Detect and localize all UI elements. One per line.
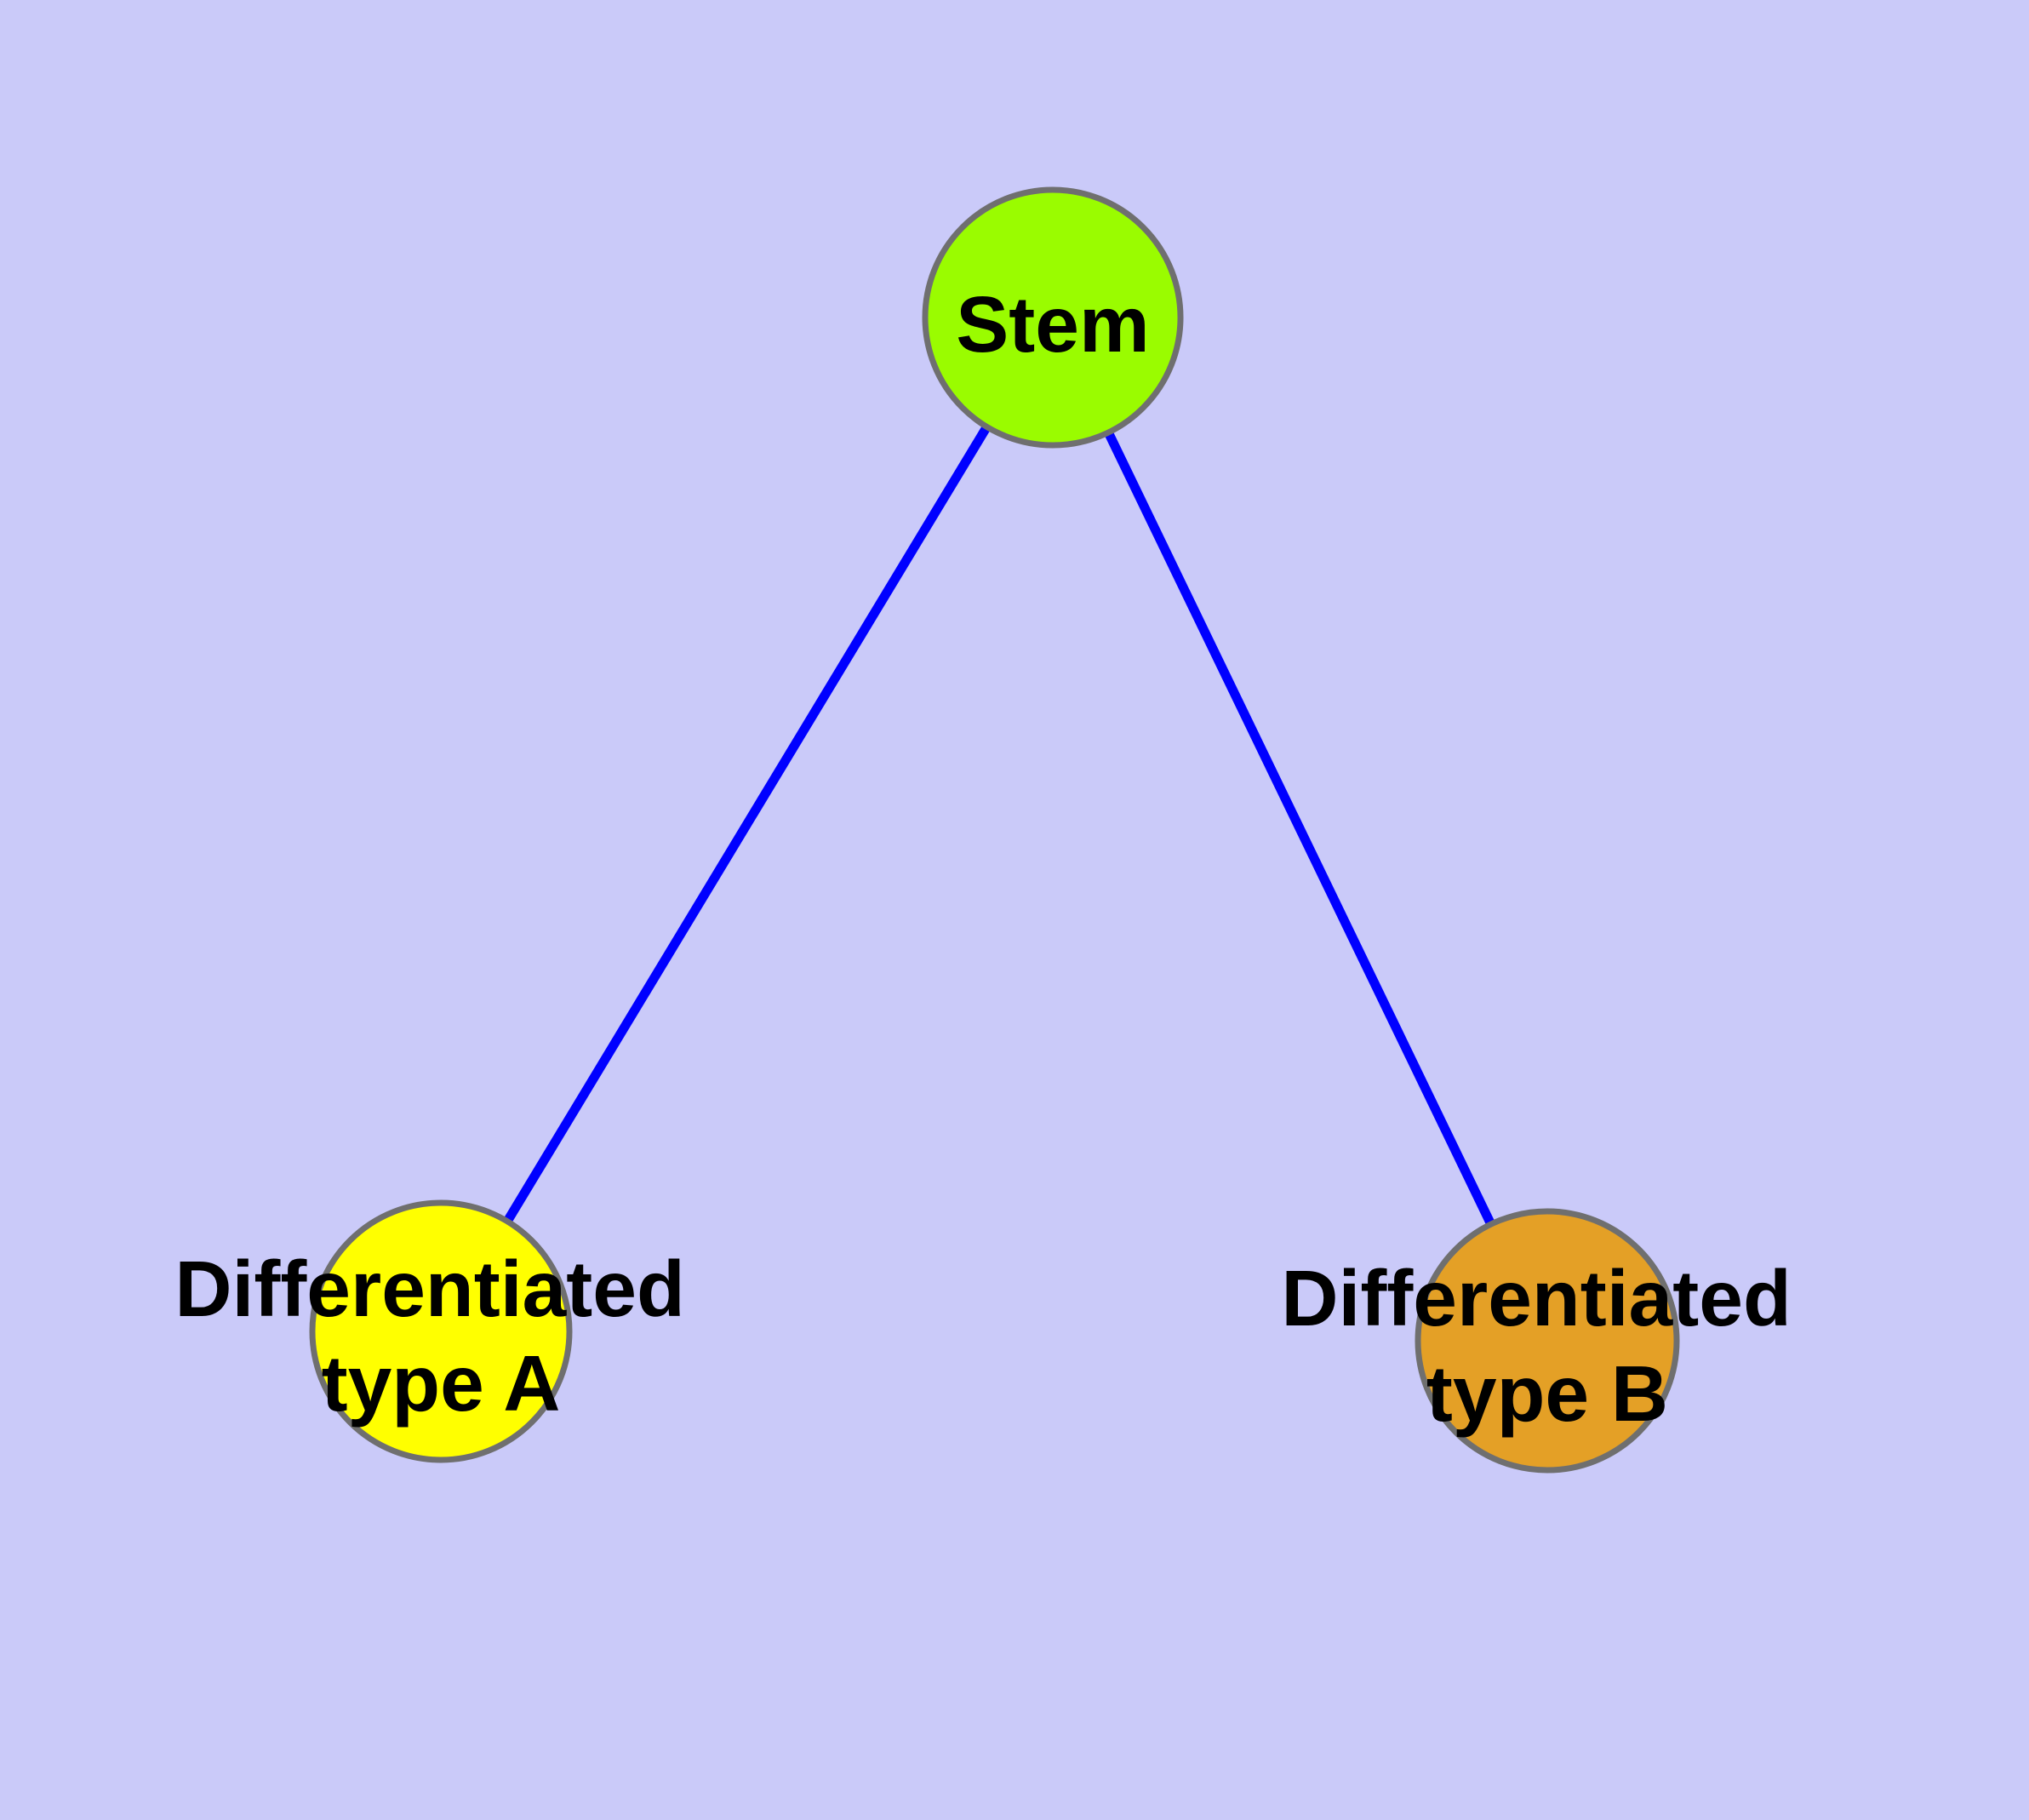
node-differentiated-type-a: Differentiated type A	[174, 1199, 706, 1463]
node-type-a-label: Differentiated type A	[174, 1245, 706, 1428]
edge-stem-to-type-b	[1049, 315, 1552, 1343]
edge-stem-to-type-a	[437, 315, 1057, 1334]
node-type-b-label-line2: type B	[1426, 1349, 1668, 1438]
node-differentiated-type-b: Differentiated type B	[1281, 1208, 1813, 1474]
node-type-a-circle	[309, 1199, 573, 1463]
node-type-b-label: Differentiated type B	[1281, 1254, 1813, 1438]
node-type-b-label-line1: Differentiated	[1281, 1254, 1791, 1342]
node-stem-label: Stem	[956, 280, 1149, 369]
node-type-b-circle	[1415, 1208, 1680, 1474]
node-stem-circle	[922, 186, 1184, 449]
node-stem: Stem	[922, 186, 1184, 449]
node-type-a-label-line2: type A	[322, 1339, 561, 1428]
node-type-a-label-line1: Differentiated	[174, 1245, 684, 1333]
